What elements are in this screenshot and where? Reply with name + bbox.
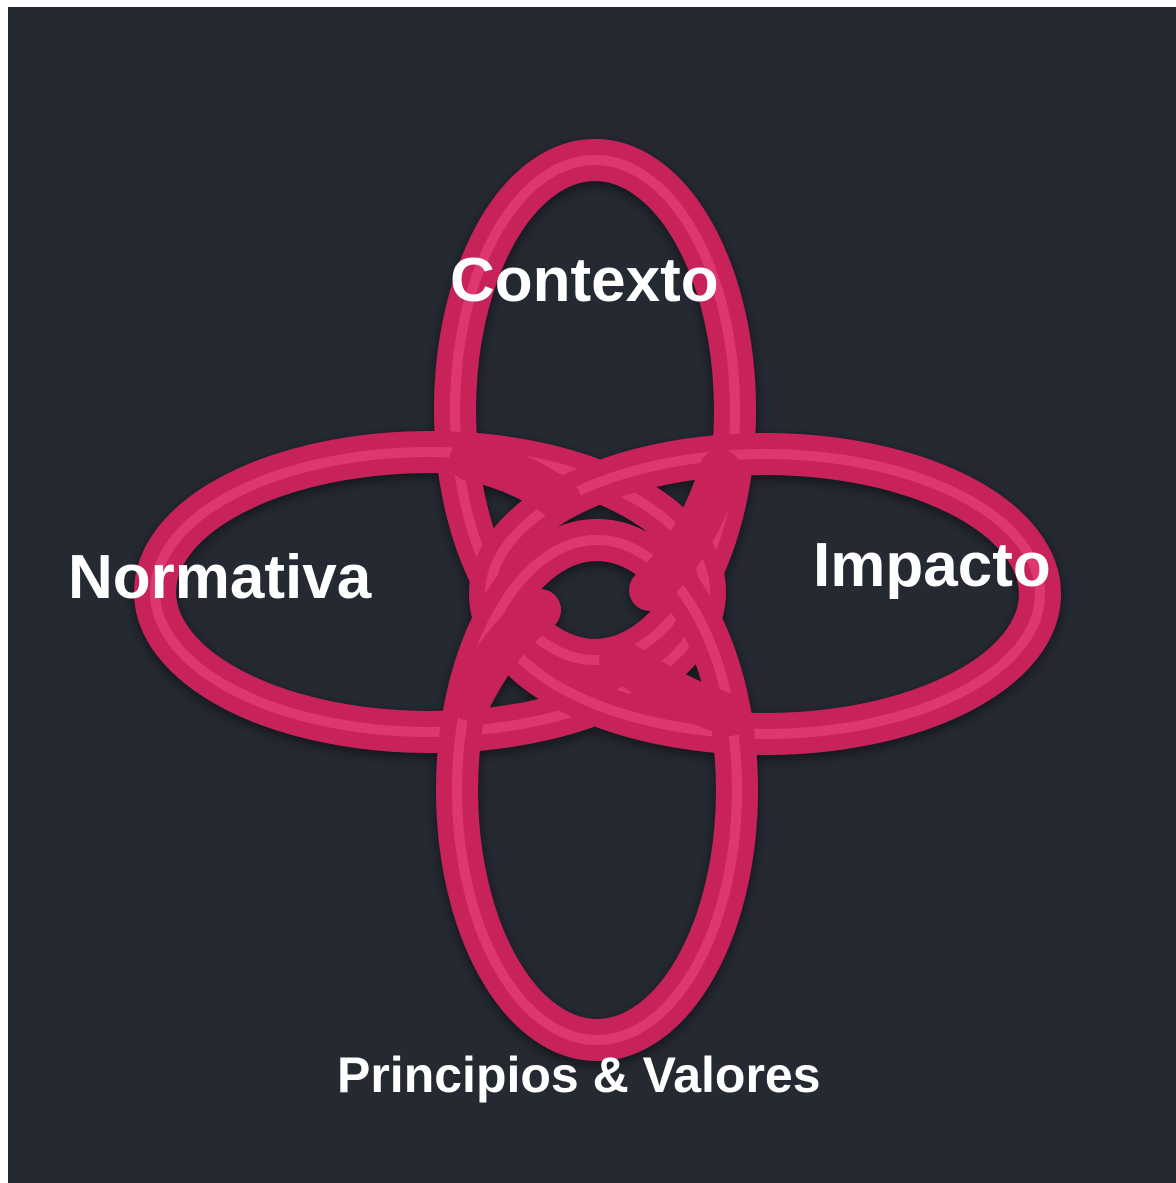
diagram-background xyxy=(8,7,1176,1183)
label-normativa: Normativa xyxy=(68,543,372,612)
label-principios-valores: Principios & Valores xyxy=(337,1047,821,1103)
label-impacto: Impacto xyxy=(813,531,1051,600)
label-contexto: Contexto xyxy=(450,246,719,315)
